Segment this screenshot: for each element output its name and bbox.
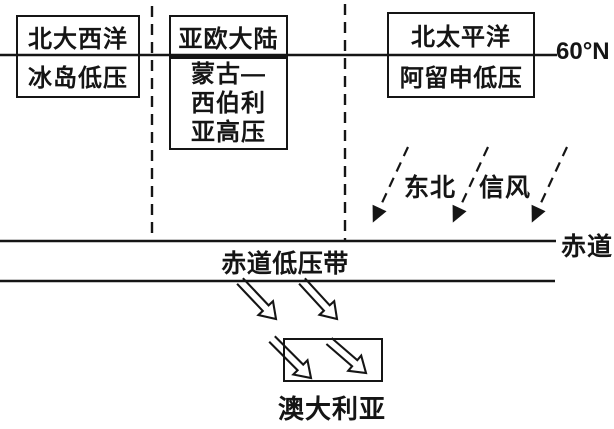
- north-pacific-box: 北太平洋 阿留申低压: [387, 12, 535, 98]
- eurasia-box: 亚欧大陆: [169, 15, 288, 57]
- australia-label: 澳大利亚: [277, 394, 386, 424]
- trade-wind-arrow-2: [452, 146, 489, 223]
- trade-wind-arrow-1: [372, 146, 409, 223]
- eurasia-label: 亚欧大陆: [178, 25, 279, 53]
- mongolia-siberia-high-box: 蒙古— 西伯利 亚高压: [169, 57, 288, 150]
- trade-wind-northeast-label: 东北: [404, 174, 457, 202]
- equatorial-low-belt-label: 赤道低压带: [221, 250, 349, 278]
- north-atlantic-label: 北大西洋: [28, 25, 128, 53]
- crossing-equator-arrow-1: [236, 277, 278, 321]
- aleutian-low-label: 阿留申低压: [399, 65, 523, 92]
- latitude-60n-label: 60°N: [556, 38, 610, 65]
- mongolia-siberia-high-label: 蒙古— 西伯利 亚高压: [191, 61, 266, 146]
- equator-label: 赤道: [561, 233, 614, 261]
- icelandic-low-label: 冰岛低压: [28, 65, 128, 92]
- trade-wind-label: 信风: [479, 174, 532, 202]
- australia-inflow-arrow-1: [268, 335, 313, 380]
- trade-wind-arrow-3: [531, 146, 568, 223]
- australia-box: [283, 338, 383, 382]
- north-atlantic-box: 北大西洋 冰岛低压: [16, 15, 140, 98]
- north-pacific-label: 北太平洋: [411, 24, 511, 51]
- crossing-equator-arrow-2: [298, 277, 339, 321]
- australia-inflow-arrow-2: [325, 337, 368, 375]
